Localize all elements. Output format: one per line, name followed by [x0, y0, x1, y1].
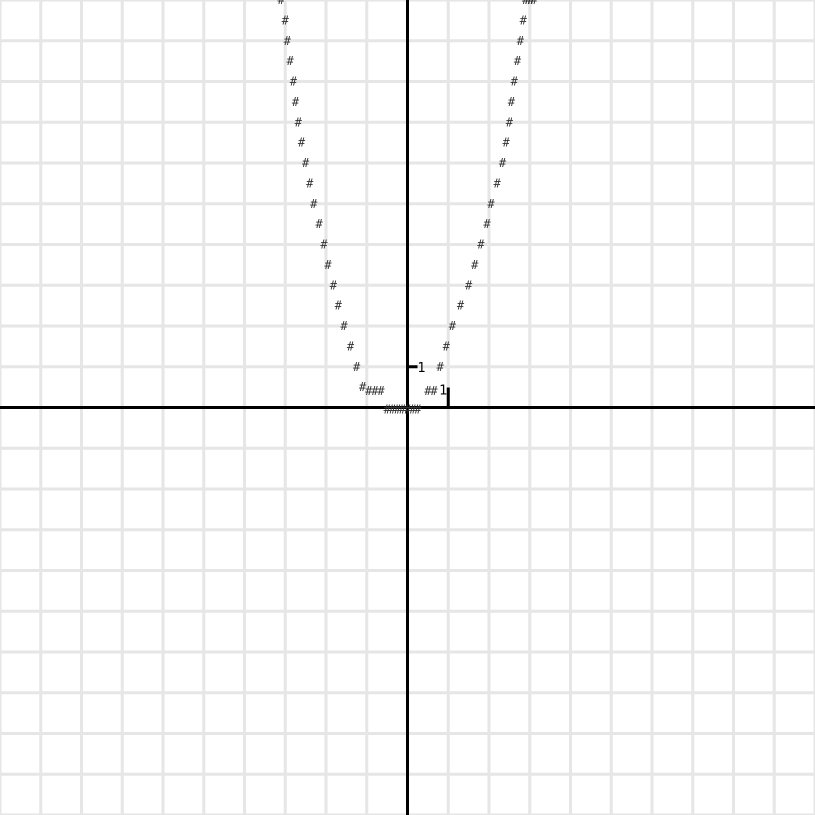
curve-point: #: [359, 380, 367, 394]
curve-point: #: [436, 360, 444, 374]
curve-point: #: [399, 403, 407, 417]
curve-point: #: [483, 217, 491, 231]
y-tick-label: 1: [418, 361, 426, 376]
curve-point: #: [414, 403, 422, 417]
curve-point: #: [499, 156, 507, 170]
curve-point: #: [324, 258, 332, 272]
curve-point: #: [287, 54, 295, 68]
curve-point: #: [465, 278, 473, 292]
curve-point: #: [520, 13, 528, 27]
curve-point: #: [389, 403, 397, 417]
curve-point: #: [502, 136, 510, 150]
curve-point: #: [282, 13, 290, 27]
curve-point: #: [306, 176, 314, 190]
curve-point: #: [530, 0, 538, 7]
curve-point: #: [517, 34, 525, 48]
curve-point: #: [320, 238, 328, 252]
curve-point: #: [365, 384, 373, 398]
curve-point: #: [424, 384, 432, 398]
curve-point: #: [527, 0, 535, 7]
curve-point: #: [511, 75, 519, 89]
curve-point: #: [471, 258, 479, 272]
curve-point: #: [377, 384, 385, 398]
curve-point: #: [278, 0, 286, 7]
curve-point: #: [394, 403, 402, 417]
curve-point: #: [298, 136, 306, 150]
curve-point: #: [514, 54, 522, 68]
curve-point: #: [508, 95, 516, 109]
x-tick-label: 1: [439, 384, 447, 399]
curve-point: #: [353, 360, 361, 374]
curve-point: #: [494, 176, 502, 190]
curve-point: #: [477, 238, 485, 252]
curve-point: #: [340, 319, 348, 333]
curve-point: #: [430, 384, 438, 398]
curve-point: #: [302, 156, 310, 170]
curve-point: #: [506, 115, 514, 129]
curve-point: #: [371, 384, 379, 398]
curve-point: #: [457, 299, 465, 313]
curve-point: #: [310, 197, 318, 211]
curve-point: #: [335, 299, 343, 313]
curve-point: #: [449, 319, 457, 333]
curve-point: #: [347, 339, 355, 353]
curve-point: #: [404, 403, 412, 417]
curve-point: #: [384, 403, 392, 417]
curve-point: #: [295, 115, 303, 129]
curve-point: #: [409, 403, 417, 417]
curve-points: ########################################…: [278, 0, 539, 417]
curve-point: #: [290, 75, 298, 89]
curve-point: #: [522, 0, 530, 7]
curve-point: #: [292, 95, 300, 109]
curve-point: #: [330, 278, 338, 292]
curve-point: #: [525, 0, 533, 7]
curve-point: #: [315, 217, 323, 231]
curve-point: #: [487, 197, 495, 211]
curve-point: #: [443, 339, 451, 353]
curve-point: #: [284, 34, 292, 48]
